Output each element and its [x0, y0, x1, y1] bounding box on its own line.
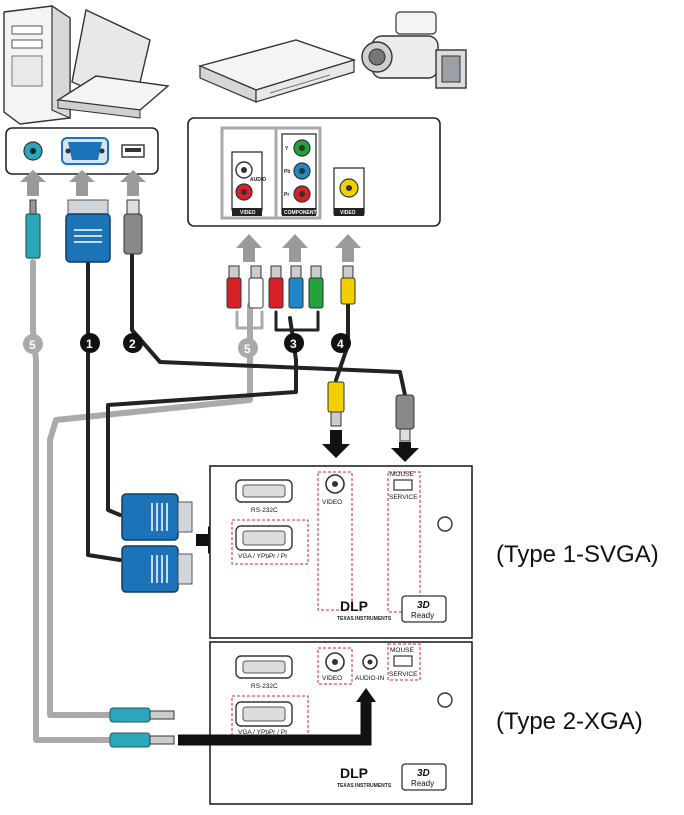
camcorder-icon: [361, 11, 467, 89]
desktop-computer-icon: [3, 4, 71, 125]
projector-type1-panel: RS-232C VGA / YPbPr / Pr VIDEO MOUSE SER…: [209, 465, 473, 639]
y-label: Y: [285, 146, 289, 152]
type2-label: (Type 2-XGA): [496, 708, 643, 735]
port-arrows: [20, 170, 361, 262]
rca-plugs-icon: [226, 265, 356, 309]
p2-service-label: SERVICE: [389, 671, 418, 678]
yellow-plug-down-icon: [327, 381, 345, 427]
callout-4: 4: [337, 337, 344, 351]
pb-label: Pb: [284, 169, 290, 175]
usb-plug-top-icon: [123, 199, 143, 255]
p1-ti-label: TEXAS INSTRUMENTS: [337, 616, 392, 622]
callout-5b: 5: [244, 342, 251, 356]
computer-port-panel: [5, 127, 159, 175]
p1-vga-label: VGA / YPbPr / Pr: [238, 553, 288, 560]
component-label: COMPONENT: [284, 210, 317, 216]
pr-label: Pr: [284, 192, 289, 198]
p1-ir-sensor-icon: [437, 516, 453, 532]
laptop-icon: [55, 8, 170, 119]
projector-arrows: [196, 430, 419, 554]
p1-mouse-label: MOUSE: [390, 471, 415, 478]
callout-1: 1: [86, 337, 93, 351]
p1-3d-label: 3D: [417, 600, 430, 611]
p1-ready-label: Ready: [411, 611, 434, 620]
projector-type2-panel: RS-232C VGA / YPbPr / Pr VIDEO AUDIO-IN …: [209, 641, 473, 805]
p2-video-label: VIDEO: [322, 675, 342, 682]
p2-rs232-label: RS-232C: [251, 683, 278, 690]
audio-plugs-bottom-icon: [109, 707, 175, 748]
audio-plug-top-icon: [25, 199, 41, 259]
p2-mini-usb-port-icon: [393, 655, 413, 667]
av-source-panel: VIDEO AUDIO Y Pb Pr COMPONENT VIDEO: [187, 117, 441, 227]
p1-video-label: VIDEO: [322, 499, 342, 506]
usb-plug-down-icon: [395, 394, 415, 442]
source-video-label: VIDEO: [240, 210, 256, 216]
p2-mouse-label: MOUSE: [390, 647, 415, 654]
vga-port-icon: [61, 137, 109, 165]
source-video2-label: VIDEO: [340, 210, 356, 216]
p2-3d-label: 3D: [417, 768, 430, 779]
vga-plug-1-icon: [121, 493, 193, 541]
usb-port-icon: [121, 144, 145, 158]
audio-in-arrow: [356, 688, 376, 702]
dvd-player-icon: [197, 39, 357, 103]
callout-3: 3: [290, 337, 297, 351]
p1-rs232-label: RS-232C: [251, 507, 278, 514]
p2-ready-label: Ready: [411, 779, 434, 788]
type1-label: (Type 1-SVGA): [496, 541, 659, 568]
vga-plug-top-icon: [65, 199, 111, 263]
audio-in-cable: [178, 700, 372, 746]
p1-dlp-logo: DLP: [340, 598, 368, 614]
p1-service-label: SERVICE: [389, 494, 418, 501]
vga-plug-2-icon: [121, 545, 193, 593]
p2-ti-label: TEXAS INSTRUMENTS: [337, 783, 392, 789]
p2-vga-label: VGA / YPbPr / Pr: [238, 729, 288, 736]
p2-dlp-logo: DLP: [340, 765, 368, 781]
callout-numbers: 5 1 2 5 3 4: [23, 333, 351, 358]
p2-audio-in-label: AUDIO-IN: [355, 675, 385, 682]
p2-ir-sensor-icon: [437, 692, 453, 708]
callout-5a: 5: [29, 338, 36, 352]
p1-mini-usb-port-icon: [393, 479, 413, 491]
source-audio-label: AUDIO: [250, 177, 266, 183]
callout-2: 2: [129, 337, 136, 351]
cables: [30, 253, 407, 743]
